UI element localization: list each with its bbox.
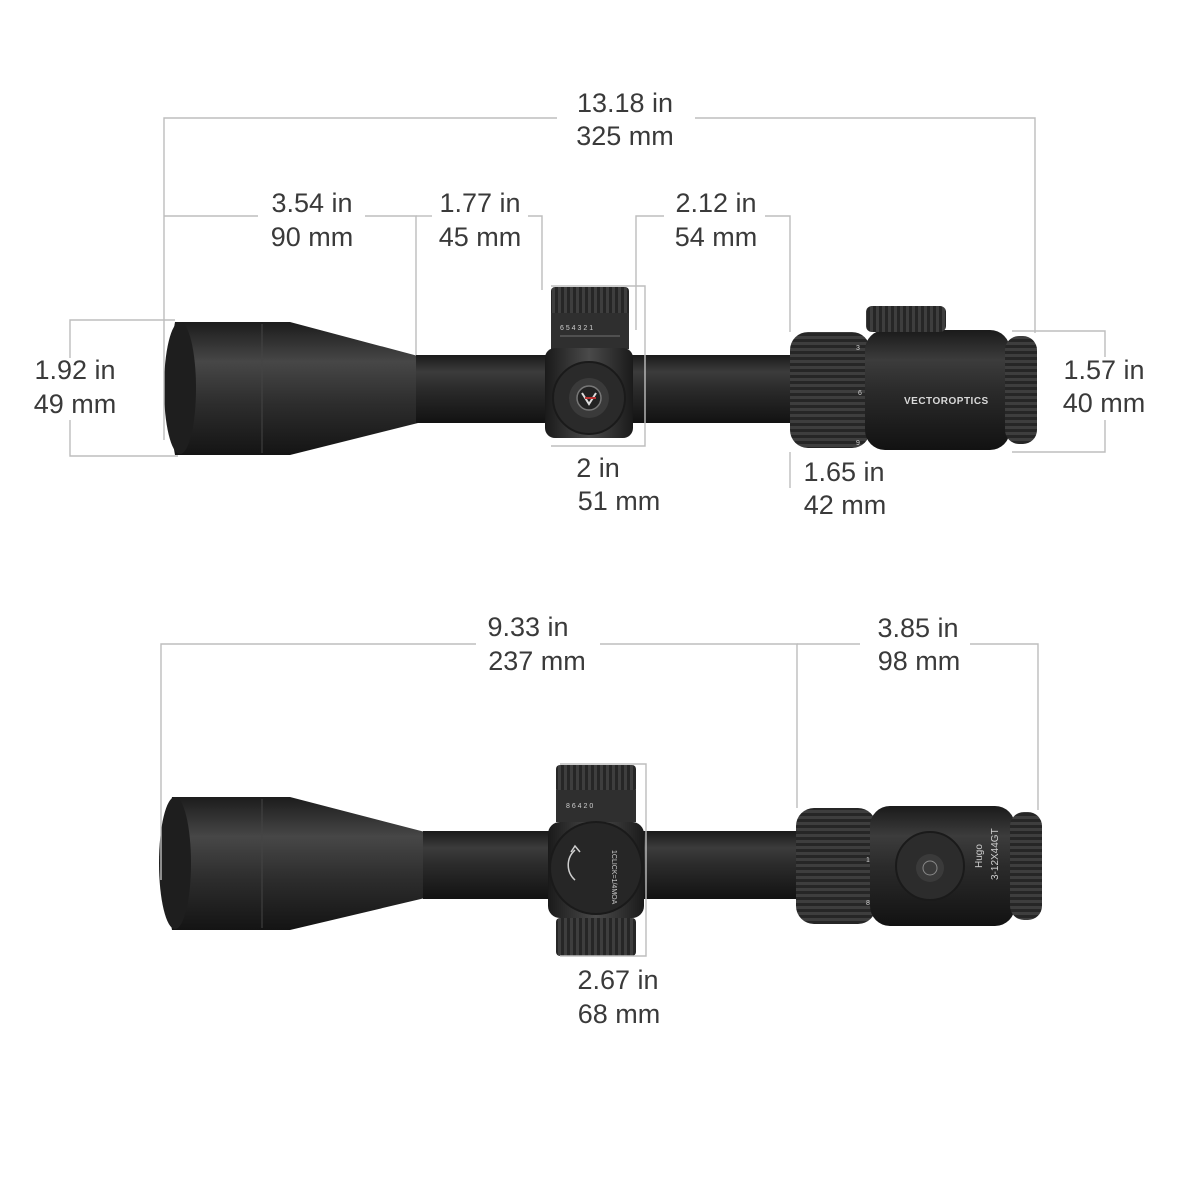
eyepiece-diameter-mm: 40 mm — [1063, 388, 1146, 418]
turret-scale: 6 5 4 3 2 1 — [560, 325, 620, 337]
eyepiece-diameter-in: 1.57 in — [1063, 355, 1144, 385]
tube-to-turret-in: 1.77 in — [439, 188, 520, 218]
objective-bell-length-mm: 90 mm — [271, 222, 354, 252]
svg-text:8: 8 — [866, 900, 870, 907]
turret-height-mm: 68 mm — [578, 999, 661, 1029]
objective-diameter-in: 1.92 in — [34, 355, 115, 385]
side-dimension-labels: 9.33 in 237 mm 3.85 in 98 mm 2.67 in 68 … — [487, 612, 960, 1029]
model-spec: 3-12X44GT — [990, 828, 1001, 880]
side-view: 8 6 4 2 0 1CLICK=1/4MOA 12 8 Hugo — [159, 612, 1042, 1029]
ocular-diameter-in: 1.65 in — [803, 457, 884, 487]
top-scope-illustration: 6 5 4 3 2 1 3 6 9 VECTOROPTICS — [164, 287, 1037, 455]
front-length-mm: 237 mm — [488, 646, 586, 676]
brand-label: VECTOROPTICS — [904, 396, 989, 407]
svg-text:9: 9 — [856, 440, 860, 447]
eyepiece-length-mm: 98 mm — [878, 646, 961, 676]
ocular-diameter-mm: 42 mm — [804, 490, 887, 520]
turret-height-in: 2.67 in — [577, 965, 658, 995]
svg-text:12: 12 — [866, 857, 874, 864]
svg-text:3: 3 — [856, 345, 860, 352]
turret-width-in: 2 in — [576, 453, 620, 483]
tube-to-turret-mm: 45 mm — [439, 222, 522, 252]
top-dimension-lines — [69, 117, 1106, 488]
svg-text:8 6 4 2 0: 8 6 4 2 0 — [566, 803, 593, 810]
turret-width-mm: 51 mm — [578, 486, 661, 516]
top-dimension-labels: 13.18 in 325 mm 3.54 in 90 mm 1.77 in 45… — [34, 88, 1146, 520]
eyepiece-length-in: 3.85 in — [877, 613, 958, 643]
turret-to-eyepiece-mm: 54 mm — [675, 222, 758, 252]
vector-optics-logo-icon — [576, 385, 602, 411]
objective-bell-length-in: 3.54 in — [271, 188, 352, 218]
illumination-knob-icon — [895, 831, 965, 901]
svg-text:6: 6 — [858, 390, 862, 397]
turret-click-label: 1CLICK=1/4MOA — [610, 850, 617, 905]
front-length-in: 9.33 in — [487, 612, 568, 642]
turret-to-eyepiece-in: 2.12 in — [675, 188, 756, 218]
turret-arrow-icon — [567, 844, 581, 881]
svg-text:6 5 4 3 2 1: 6 5 4 3 2 1 — [560, 325, 593, 332]
side-scope-illustration: 8 6 4 2 0 1CLICK=1/4MOA 12 8 Hugo — [159, 765, 1042, 956]
objective-diameter-mm: 49 mm — [34, 389, 117, 419]
side-dimension-lines — [160, 643, 1039, 957]
overall-length-in: 13.18 in — [577, 88, 673, 118]
model-name: Hugo — [974, 844, 985, 868]
top-view: 6 5 4 3 2 1 3 6 9 VECTOROPTICS — [34, 88, 1146, 520]
overall-length-mm: 325 mm — [576, 121, 674, 151]
power-ring-marks: 3 6 9 — [856, 345, 862, 447]
